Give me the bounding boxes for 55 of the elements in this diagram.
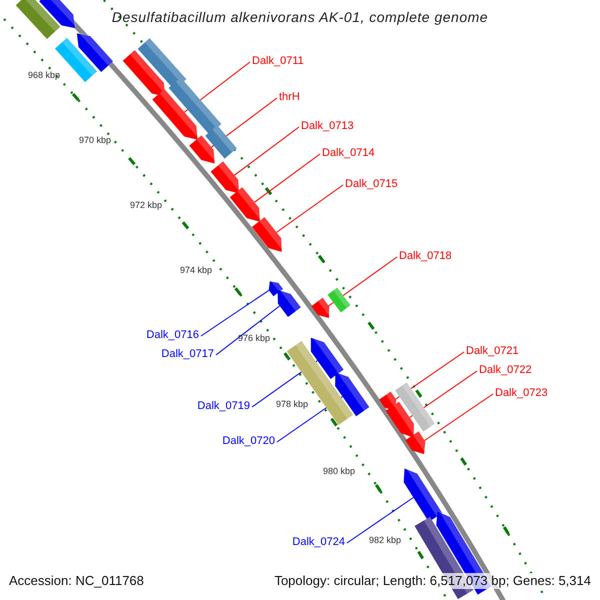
tick-label: 974 kbp xyxy=(180,265,212,276)
gene-label: Dalk_0723 xyxy=(495,386,548,400)
leader-line xyxy=(424,394,494,441)
tick-label: 970 kbp xyxy=(79,135,112,146)
gene-feature xyxy=(404,468,442,522)
tick-label: 982 kbp xyxy=(369,535,402,546)
gene-label: Dalk_0716 xyxy=(146,328,199,342)
gene-label: Dalk_0711 xyxy=(252,54,304,68)
gene-feature xyxy=(189,135,216,164)
gene-feature xyxy=(310,336,344,379)
gene-feature xyxy=(268,280,283,296)
gene-label: Dalk_0722 xyxy=(479,363,532,377)
leader-line xyxy=(234,126,300,176)
gene-feature xyxy=(122,50,166,97)
gene-bar xyxy=(205,125,237,159)
gene-label: Dalk_0715 xyxy=(345,177,398,191)
gene-feature xyxy=(210,161,240,194)
gene-feature xyxy=(379,392,396,410)
tick-label: 980 kbp xyxy=(323,466,356,477)
gene-bar xyxy=(168,77,222,135)
tick-label: 976 kbp xyxy=(238,333,270,344)
gene-feature xyxy=(152,89,199,140)
title: Desulfatibacillum alkenivorans AK-01, complete genome xyxy=(110,9,490,25)
gene-label: Dalk_0724 xyxy=(292,535,345,549)
leader-line xyxy=(346,497,414,544)
gene-label: Dalk_0714 xyxy=(322,146,375,160)
tick-label: 978 kbp xyxy=(276,399,308,410)
leader-line xyxy=(328,256,398,306)
gene-feature xyxy=(405,431,426,454)
tick-label: 968 kbp xyxy=(28,70,60,81)
gene-label: Dalk_0720 xyxy=(222,434,275,448)
gene-feature xyxy=(230,187,262,222)
gene-label: Dalk_0719 xyxy=(197,399,250,413)
gene-feature xyxy=(386,402,415,438)
tick-label: 972 kbp xyxy=(130,200,162,211)
gene-bar xyxy=(16,0,60,39)
genome-stats: Topology: circular; Length: 6,517,073 bp; Genes: 5,314 xyxy=(274,573,591,589)
gene-label: Dalk_0717 xyxy=(161,347,214,361)
gene-bar xyxy=(328,288,350,312)
gene-feature xyxy=(335,371,370,416)
gene-feature xyxy=(76,32,114,72)
leader-line xyxy=(254,154,320,203)
leader-line xyxy=(276,184,344,233)
accession-label: Accession: NC_011768 xyxy=(9,573,144,589)
gene-label: Dalk_0718 xyxy=(399,249,452,263)
gene-label: thrH xyxy=(279,90,300,104)
leader-line xyxy=(200,290,270,336)
gene-feature xyxy=(39,0,76,28)
gene-label: Dalk_0713 xyxy=(301,119,354,133)
gene-label: Dalk_0721 xyxy=(466,344,519,358)
gene-bar xyxy=(395,382,435,432)
gene-feature xyxy=(278,288,301,317)
gene-feature xyxy=(252,217,284,252)
leader-line xyxy=(216,305,280,356)
gene-feature xyxy=(311,298,330,318)
